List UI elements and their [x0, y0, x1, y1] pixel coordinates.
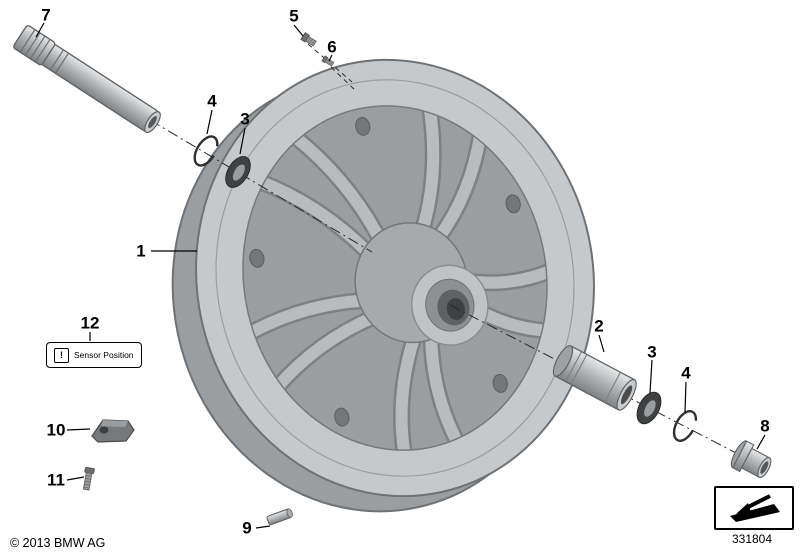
- rim-holes: [249, 116, 521, 427]
- reference-illustration-box: [714, 486, 794, 530]
- part-bushing: [730, 440, 772, 479]
- callout-7: 7: [41, 5, 51, 25]
- part-screw: [82, 466, 95, 491]
- diagram-number: 331804: [731, 532, 773, 546]
- callout-11: 11: [47, 470, 65, 490]
- arrow-plate-icon: [730, 494, 780, 522]
- part-ring-left: [193, 135, 219, 167]
- callout-5: 5: [289, 6, 299, 26]
- callout-12: 12: [80, 313, 100, 333]
- part-spacer-sleeve: [552, 345, 637, 411]
- part-valve: [321, 55, 335, 67]
- part-axle: [13, 25, 161, 134]
- part-sensor: [91, 419, 135, 443]
- leader-lines: [35, 22, 766, 529]
- callout-3-right: 3: [647, 342, 657, 362]
- front-wheel: [171, 58, 595, 513]
- part-ring-right: [672, 410, 698, 442]
- callout-8: 8: [760, 416, 770, 436]
- part-bolt: [300, 32, 317, 47]
- part-seal-left: [225, 156, 251, 188]
- copyright-text: © 2013 BMW AG: [10, 536, 106, 550]
- callout-1: 1: [136, 241, 146, 261]
- callout-2: 2: [594, 316, 604, 336]
- warning-icon: !: [54, 347, 69, 363]
- part-seal-right: [636, 391, 662, 425]
- part-pin: [266, 508, 293, 526]
- callout-10: 10: [46, 420, 66, 440]
- wheel-hub: [354, 222, 489, 346]
- callout-9: 9: [242, 518, 252, 538]
- callout-4-right: 4: [681, 363, 691, 383]
- callout-3-left: 3: [240, 109, 250, 129]
- sensor-position-label: Sensor Position: [74, 350, 134, 360]
- callout-4-left: 4: [207, 91, 217, 111]
- callout-6: 6: [327, 37, 337, 57]
- sensor-position-badge: ! Sensor Position: [46, 342, 142, 368]
